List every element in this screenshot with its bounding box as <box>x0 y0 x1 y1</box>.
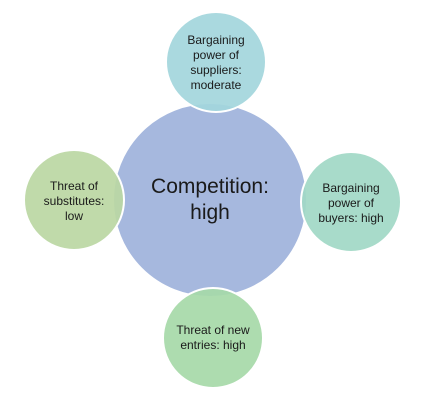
circle-top-suppliers <box>165 11 267 113</box>
circle-right-buyers <box>300 151 402 253</box>
circle-bottom-new-entries <box>162 287 264 389</box>
center-circle <box>112 102 308 298</box>
circle-left-substitutes <box>23 149 125 251</box>
